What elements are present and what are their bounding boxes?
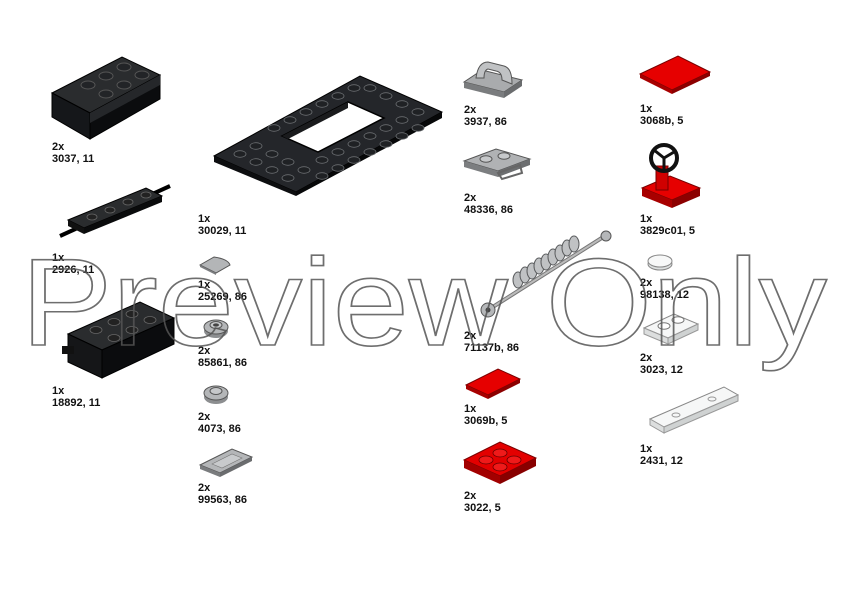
gray-quarter-round-tile-icon: [198, 253, 232, 275]
part-code: 2431, 12: [640, 455, 683, 467]
part-label: 1x 3068b, 5: [640, 103, 683, 127]
part-quantity: 2x: [464, 104, 477, 116]
part-label: 2x 71137b, 86: [464, 330, 519, 354]
gray-hinge-base-icon: [462, 58, 524, 100]
part-label: 2x 3037, 11: [52, 141, 94, 165]
part-quantity: 2x: [640, 352, 653, 364]
black-axle-plate-icon: [58, 182, 172, 240]
clear-round-tile-icon: [646, 252, 674, 272]
part-code: 71137b, 86: [464, 342, 520, 354]
part-label: 2x 99563, 86: [198, 482, 247, 506]
part-code: 30029, 11: [198, 225, 247, 237]
clear-1x2-plate-icon: [642, 310, 700, 346]
part-code: 3937, 86: [464, 116, 507, 128]
part-code: 3023, 12: [640, 364, 683, 376]
part-quantity: 2x: [464, 192, 477, 204]
clear-1x4-tile-icon: [648, 385, 740, 437]
part-quantity: 2x: [640, 277, 653, 289]
part-label: 2x 3937, 86: [464, 104, 507, 128]
part-label: 1x 25269, 86: [198, 279, 247, 303]
part-code: 48336, 86: [464, 204, 513, 216]
red-2x2-tile-icon: [638, 52, 712, 100]
part-quantity: 2x: [198, 411, 211, 423]
part-code: 99563, 86: [198, 494, 247, 506]
part-label: 2x 3023, 12: [640, 352, 683, 376]
part-label: 2x 98138, 12: [640, 277, 689, 301]
part-quantity: 1x: [464, 403, 477, 415]
black-wheel-holder-brick-icon: [62, 300, 182, 382]
part-code: 3022, 5: [464, 502, 501, 514]
part-quantity: 2x: [52, 141, 65, 153]
part-code: 25269, 86: [198, 291, 247, 303]
red-1x2-tile-icon: [464, 365, 522, 401]
part-quantity: 2x: [464, 330, 477, 342]
part-label: 2x 85861, 86: [198, 345, 247, 369]
part-quantity: 1x: [52, 252, 65, 264]
part-label: 1x 3829c01, 5: [640, 213, 695, 237]
part-quantity: 2x: [198, 482, 211, 494]
part-quantity: 1x: [640, 213, 653, 225]
part-label: 1x 30029, 11: [198, 213, 246, 237]
part-label: 2x 4073, 86: [198, 411, 241, 435]
part-quantity: 1x: [52, 385, 65, 397]
part-label: 1x 18892, 11: [52, 385, 100, 409]
part-label: 1x 2926, 11: [52, 252, 94, 276]
black-car-base-plate-icon: [210, 72, 446, 196]
part-label: 2x 48336, 86: [464, 192, 513, 216]
gray-round-plate-icon: [202, 381, 230, 407]
part-code: 4073, 86: [198, 423, 241, 435]
black-slope-brick-icon: [50, 55, 162, 141]
part-quantity: 1x: [198, 213, 211, 225]
part-code: 3069b, 5: [464, 415, 508, 427]
gray-handle-plate-icon: [462, 147, 534, 181]
part-code: 2926, 11: [52, 264, 95, 276]
part-code: 3829c01, 5: [640, 225, 696, 237]
part-label: 2x 3022, 5: [464, 490, 501, 514]
part-quantity: 2x: [198, 345, 211, 357]
part-code: 18892, 11: [52, 397, 101, 409]
part-code: 3068b, 5: [640, 115, 684, 127]
part-code: 98138, 12: [640, 289, 689, 301]
gray-shock-absorber-icon: [478, 228, 612, 320]
part-label: 1x 3069b, 5: [464, 403, 507, 427]
gray-round-plate-with-hole-icon: [202, 315, 230, 341]
part-code: 3037, 11: [52, 153, 95, 165]
part-quantity: 1x: [198, 279, 211, 291]
part-label: 1x 2431, 12: [640, 443, 683, 467]
part-code: 85861, 86: [198, 357, 247, 369]
part-quantity: 1x: [640, 103, 653, 115]
red-steering-wheel-icon: [640, 142, 702, 212]
red-2x2-plate-icon: [462, 436, 538, 488]
part-quantity: 2x: [464, 490, 477, 502]
part-quantity: 1x: [640, 443, 653, 455]
gray-ingot-tile-icon: [198, 447, 254, 477]
